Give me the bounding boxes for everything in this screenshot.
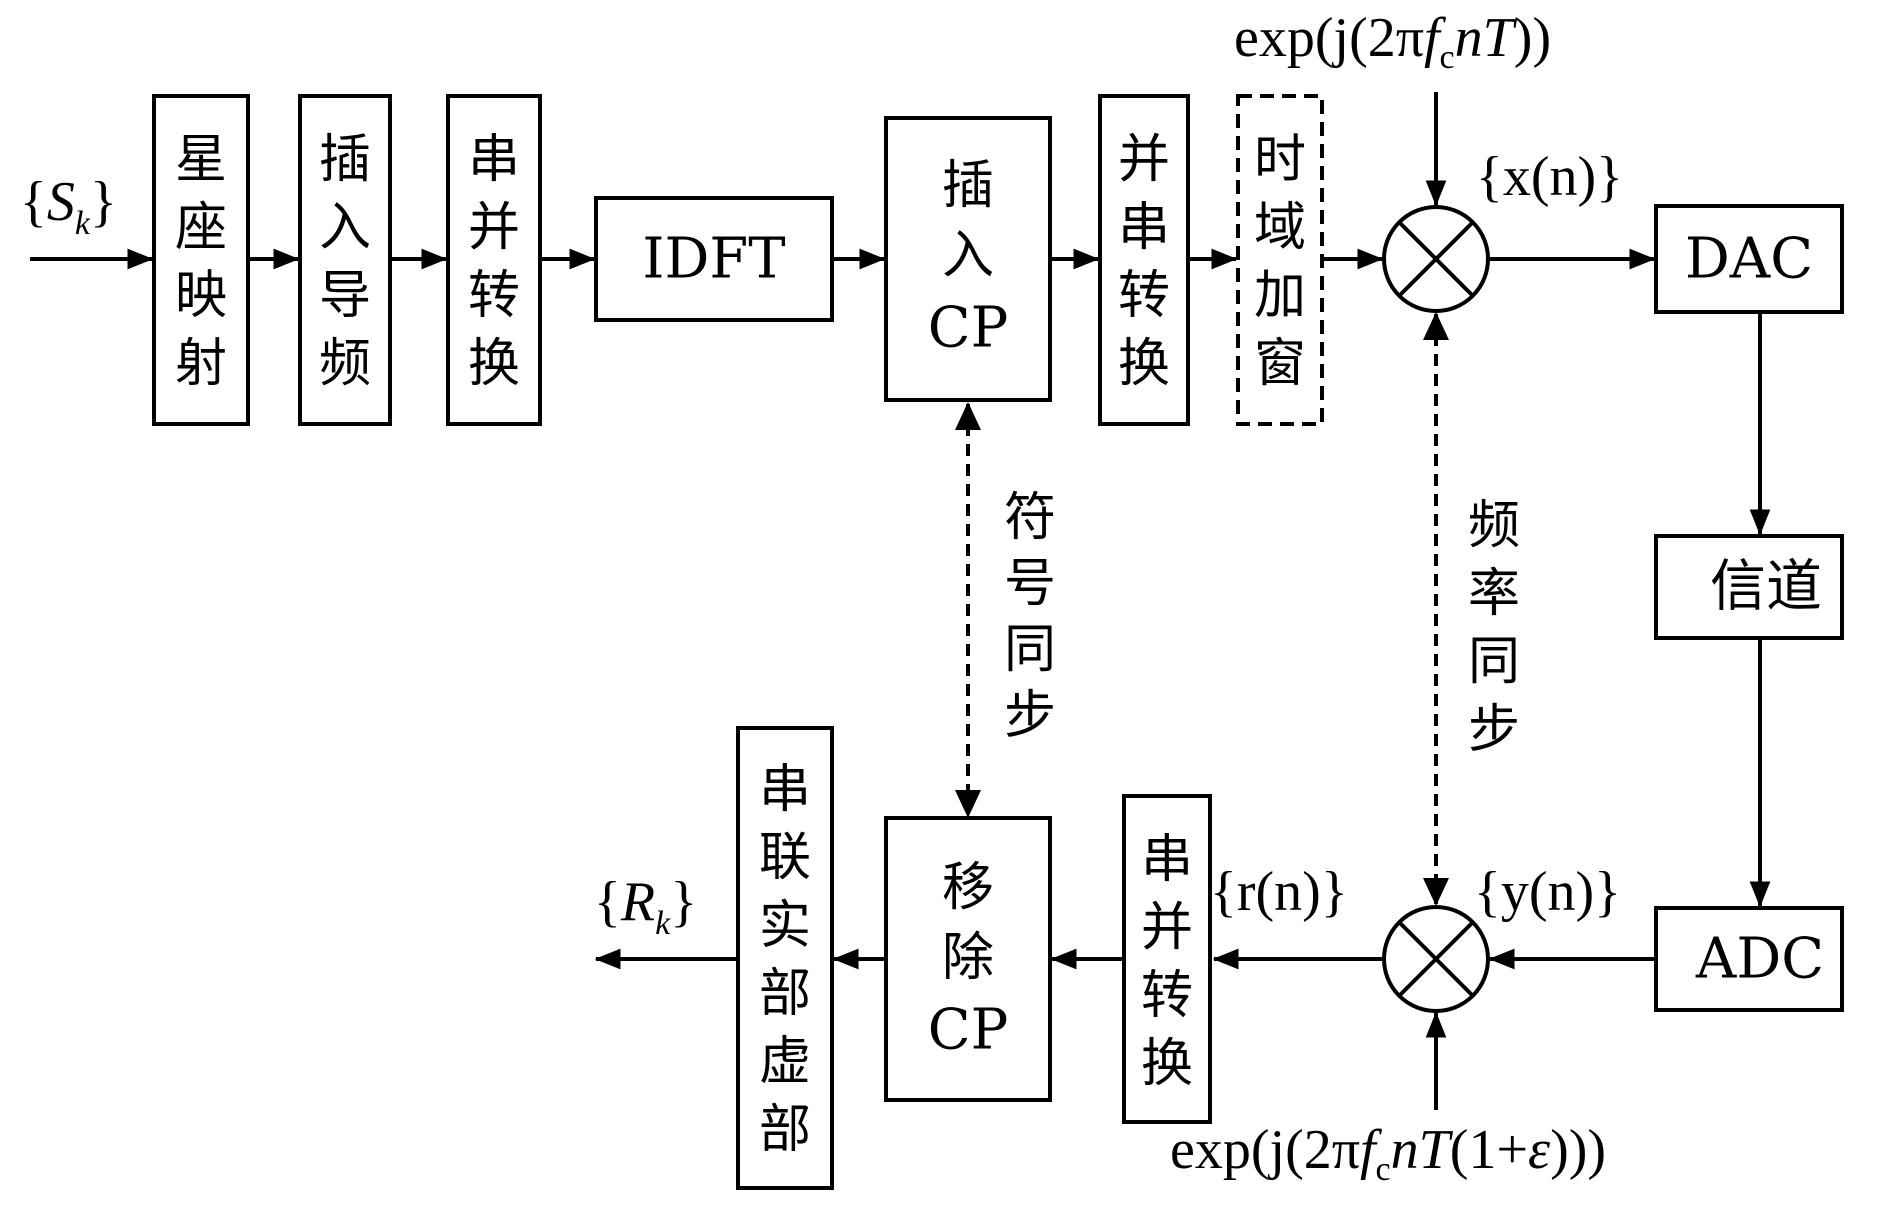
svg-text:座: 座 xyxy=(175,198,227,258)
svg-text:并: 并 xyxy=(468,198,520,258)
time-window-label: 时 域 加 窗 xyxy=(1254,130,1306,394)
svg-text:串: 串 xyxy=(759,760,811,820)
channel-block xyxy=(1654,534,1844,640)
symbol-sync-label: 符 号 同 步 xyxy=(1004,488,1056,746)
serial-parallel-label-rx: 串 并 转 换 xyxy=(1141,830,1193,1094)
svg-text:并: 并 xyxy=(1118,130,1170,190)
svg-text:映: 映 xyxy=(175,266,227,326)
remove-cp-label: 移 除 CP xyxy=(928,858,1009,1063)
svg-text:频: 频 xyxy=(319,334,371,394)
insert-cp-label: 插 入 CP xyxy=(928,156,1009,361)
tx-mixer xyxy=(1382,205,1490,313)
frequency-sync-label: 频 率 同 步 xyxy=(1468,496,1520,760)
concat-real-imag-label: 串 联 实 部 虚 部 xyxy=(759,760,811,1160)
svg-text:换: 换 xyxy=(1118,334,1170,394)
svg-text:步: 步 xyxy=(1004,686,1056,746)
svg-text:转: 转 xyxy=(1141,966,1193,1026)
parallel-serial-label: 并 串 转 换 xyxy=(1118,130,1170,394)
svg-text:符: 符 xyxy=(1004,488,1056,548)
svg-text:串: 串 xyxy=(1118,198,1170,258)
svg-text:并: 并 xyxy=(1141,898,1193,958)
serial-parallel-block-tx xyxy=(446,94,542,426)
svg-text:窗: 窗 xyxy=(1254,334,1306,394)
constellation-mapping-label: 星 座 映 射 xyxy=(175,130,227,394)
svg-text:步: 步 xyxy=(1468,700,1520,760)
svg-text:星: 星 xyxy=(175,130,227,190)
symbol-sync-arrow-up xyxy=(955,402,981,430)
dac-label: DAC xyxy=(1685,227,1813,292)
svg-text:入: 入 xyxy=(942,226,994,286)
parallel-serial-block xyxy=(1098,94,1190,426)
adc-label: ADC xyxy=(1695,927,1824,992)
rn-label: {r(n)} xyxy=(1210,861,1348,923)
svg-text:入: 入 xyxy=(319,198,371,258)
insert-pilot-label: 插 入 导 频 xyxy=(319,130,371,394)
svg-text:频: 频 xyxy=(1468,496,1520,556)
svg-text:部: 部 xyxy=(759,1100,811,1160)
idft-label: IDFT xyxy=(642,227,785,292)
svg-text:加: 加 xyxy=(1254,266,1306,326)
svg-text:实: 实 xyxy=(759,896,811,956)
frequency-sync-arrow-up xyxy=(1423,312,1449,340)
svg-text:CP: CP xyxy=(928,296,1009,361)
svg-text:CP: CP xyxy=(928,998,1009,1063)
serial-parallel-label-tx: 串 并 转 换 xyxy=(468,130,520,394)
adc-block xyxy=(1654,906,1844,1012)
svg-text:同: 同 xyxy=(1468,632,1520,692)
rx-mixer xyxy=(1382,905,1490,1013)
svg-text:虚: 虚 xyxy=(759,1032,811,1092)
xn-label: {x(n)} xyxy=(1476,146,1623,208)
tx-carrier-label: exp(j(2πfcnT)) xyxy=(1234,7,1551,76)
svg-text:射: 射 xyxy=(175,334,227,394)
insert-cp-block xyxy=(884,116,1052,402)
channel-label: 信道 xyxy=(1710,555,1822,620)
svg-text:率: 率 xyxy=(1468,564,1520,624)
svg-text:插: 插 xyxy=(942,156,994,216)
output-label: {Rk} xyxy=(594,871,697,942)
svg-text:域: 域 xyxy=(1254,198,1306,258)
svg-text:换: 换 xyxy=(1141,1034,1193,1094)
rx-carrier-label: exp(j(2πfcnT(1+ε))) xyxy=(1170,1119,1606,1188)
symbol-sync-arrow-down xyxy=(955,790,981,818)
svg-text:转: 转 xyxy=(1118,266,1170,326)
svg-text:号: 号 xyxy=(1004,554,1056,614)
dac-block xyxy=(1654,204,1844,314)
svg-text:时: 时 xyxy=(1254,130,1306,190)
svg-text:换: 换 xyxy=(468,334,520,394)
svg-text:部: 部 xyxy=(759,964,811,1024)
idft-block xyxy=(594,196,834,322)
serial-parallel-block-rx xyxy=(1122,794,1212,1124)
svg-text:串: 串 xyxy=(1141,830,1193,890)
svg-text:串: 串 xyxy=(468,130,520,190)
input-label: {Sk} xyxy=(20,171,117,242)
frequency-sync-arrow-down xyxy=(1423,878,1449,906)
remove-cp-block xyxy=(884,816,1052,1102)
svg-text:移: 移 xyxy=(942,858,994,918)
svg-text:同: 同 xyxy=(1004,620,1056,680)
svg-text:联: 联 xyxy=(759,828,811,888)
svg-text:除: 除 xyxy=(942,928,994,988)
yn-label: {y(n)} xyxy=(1474,861,1621,923)
svg-text:导: 导 xyxy=(319,266,371,326)
svg-text:转: 转 xyxy=(468,266,520,326)
svg-text:插: 插 xyxy=(319,130,371,190)
